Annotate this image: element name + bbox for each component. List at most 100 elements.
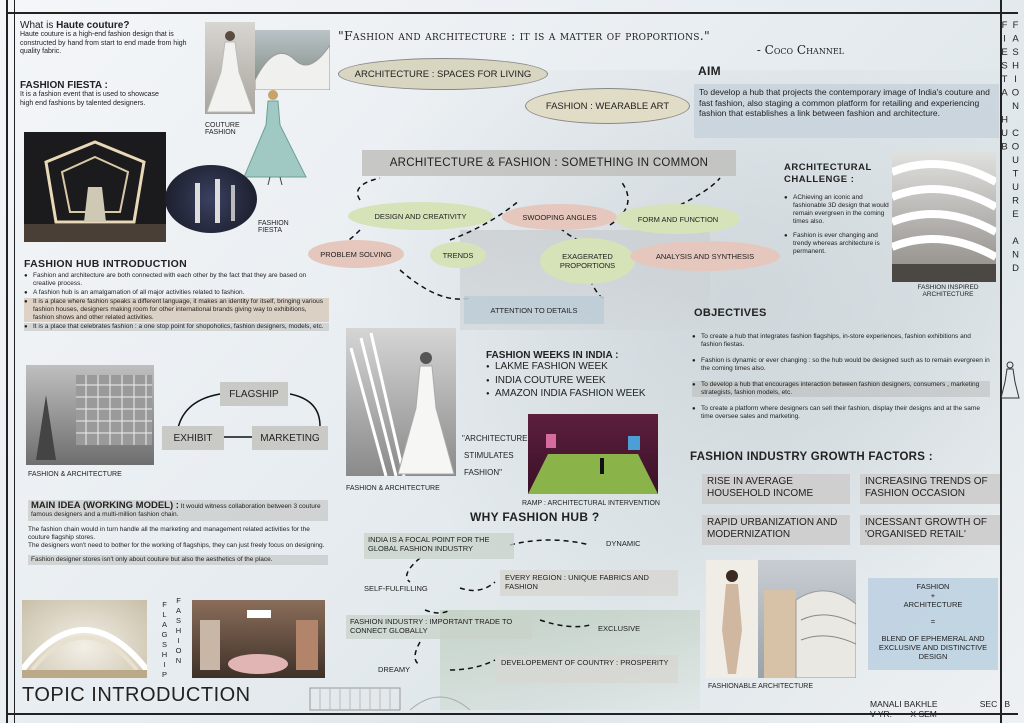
fashion-architecture-caption-1: FASHION & ARCHITECTURE [28, 471, 122, 478]
why-dreamy-label: DREAMY [378, 665, 411, 674]
author-block: MANALI BAKHLE SEC : B V YR. X SEM [870, 699, 1010, 719]
vertical-flagship-label: FLAGSHIP [160, 600, 169, 680]
growth-factor-2: INCREASING TRENDS OF FASHION OCCASION [860, 474, 1000, 504]
flagship-interior-photo [22, 600, 147, 678]
something-in-common-title: ARCHITECTURE & FASHION : SOMETHING IN CO… [362, 150, 736, 176]
fashion-weeks-section: FASHION WEEKS IN INDIA : LAKME FASHION W… [486, 350, 686, 402]
why-exclusive-label: EXCLUSIVE [598, 624, 641, 633]
fashion-architecture-photo-1 [26, 365, 154, 465]
stimulates-quote: "ARCHITECTURE STIMULATES FASHION" [462, 430, 528, 481]
dress-sketch-icon [1000, 361, 1020, 399]
why-every-region: EVERY REGION : UNIQUE FABRICS AND FASHIO… [500, 570, 678, 596]
quote-block: "Fashion and architecture : it is a matt… [338, 28, 848, 57]
author-name: MANALI BAKHLE [870, 699, 938, 709]
formula-box: FASHION + ARCHITECTURE = BLEND OF EPHEME… [868, 578, 998, 670]
why-focal-point: INDIA IS A FOCAL POINT FOR THE GLOBAL FA… [364, 533, 514, 559]
vertical-fashion-label: FASHION [174, 596, 183, 676]
fashion-architecture-photo-2 [346, 328, 456, 476]
quote-author: - Coco Channel [756, 43, 844, 57]
frame-top-line [6, 12, 1018, 14]
flagship-label: FLAGSHIP [229, 388, 279, 400]
stimulates-line-3: FASHION" [464, 468, 502, 477]
curved-facade-icon [892, 160, 996, 282]
vertical-title-text: FASHION COUTURE AND FIESTA HUB [999, 20, 1021, 277]
why-fashion-hub-title: WHY FASHION HUB ? [470, 510, 600, 524]
why-every-region-label: EVERY REGION : UNIQUE FABRICS AND FASHIO… [505, 573, 649, 591]
main-idea-section: MAIN IDEA (WORKING MODEL) : It would wit… [28, 500, 328, 565]
why-dynamic-label: DYNAMIC [606, 539, 641, 548]
formula-plus: + [930, 591, 936, 600]
objective-item: To develop a hub that encourages interac… [692, 381, 990, 397]
growth-factor-1-label: RISE IN AVERAGE HOUSEHOLD INCOME [707, 476, 814, 499]
growth-factor-2-label: INCREASING TRENDS OF FASHION OCCASION [865, 476, 988, 499]
fiesta-show-icon [195, 179, 235, 223]
node-trends: TRENDS [430, 242, 486, 268]
wave-building-icon [255, 44, 330, 90]
main-idea-intro: MAIN IDEA (WORKING MODEL) : It would wit… [28, 500, 328, 521]
exhibit-box: EXHIBIT [162, 426, 224, 450]
author-semester: X SEM [910, 709, 937, 719]
fashionable-building-icon [706, 560, 856, 678]
node-swooping-angles-label: SWOOPING ANGLES [522, 212, 597, 222]
node-problem-solving: PROBLEM SOLVING [308, 240, 404, 268]
haute-couture-section: What is Haute couture? Haute couture is … [20, 20, 190, 57]
why-self-fulfilling-label: SELF-FULFILLING [364, 584, 428, 593]
fashion-fiesta-text: It is a fashion event that is used to sh… [20, 91, 159, 107]
gown-icon [243, 90, 307, 186]
couture-fashion-caption: COUTURE FASHION [205, 122, 240, 136]
haute-couture-text: Haute couture is a high-end fashion desi… [20, 31, 187, 55]
node-analysis-synthesis-label: ANALYSIS AND SYNTHESIS [655, 251, 755, 261]
challenge-item: AChieving an iconic and fashionable 3D d… [784, 194, 894, 226]
node-attention-to-details-label: ATTENTION TO DETAILS [490, 305, 578, 315]
store-interior-photo [192, 600, 325, 678]
stimulates-line-2: STIMULATES [464, 451, 514, 460]
wearable-art-ellipse: FASHION : WEARABLE ART [525, 88, 690, 124]
architectural-challenge-section: ARCHITECTURAL CHALLENGE : AChieving an i… [784, 162, 894, 257]
challenge-item: Fashion is ever changing and trendy wher… [784, 232, 894, 256]
objective-item: To create a hub that integrates fashion … [692, 333, 990, 349]
exhibit-label: EXHIBIT [173, 432, 213, 444]
fashionable-architecture-caption: FASHIONABLE ARCHITECTURE [708, 683, 814, 690]
formula-result: BLEND OF EPHEMERAL AND EXCLUSIVE AND DIS… [878, 634, 988, 661]
main-idea-p2: The fashion chain would in turn handle a… [28, 526, 310, 541]
fashion-weeks-title: FASHION WEEKS IN INDIA : [486, 350, 619, 361]
fashion-week-item: AMAZON INDIA FASHION WEEK [486, 388, 686, 401]
growth-factor-3-label: RAPID URBANIZATION AND MODERNIZATION [707, 517, 838, 540]
why-development: DEVELOPEMENT OF COUNTRY : PROSPERITY [496, 655, 678, 683]
couture-runway-photo [205, 22, 255, 114]
frame-right-line [1000, 0, 1002, 723]
gown-illustration [240, 85, 310, 186]
aim-text: To develop a hub that projects the conte… [699, 87, 990, 118]
architectural-challenge-list: AChieving an iconic and fashionable 3D d… [784, 194, 894, 256]
node-exaggerated-proportions-label: EXAGERATED PROPORTIONS [559, 252, 616, 270]
growth-factor-1: RISE IN AVERAGE HOUSEHOLD INCOME [702, 474, 850, 504]
fashion-inspired-architecture-photo [892, 152, 996, 282]
lattice-building-icon [36, 375, 152, 460]
haute-couture-title: Haute couture? [56, 20, 130, 31]
wave-building-photo [255, 30, 330, 90]
ramp-intervention-photo [528, 414, 658, 494]
main-idea-p1: It would witness collaboration between 3… [31, 503, 321, 518]
stimulates-line-1: "ARCHITECTURE [462, 434, 528, 443]
objectives-title: OBJECTIVES [694, 307, 767, 319]
fashion-fiesta-colon: : [101, 80, 108, 91]
hub-intro-item: A fashion hub is an amalgamation of all … [24, 289, 329, 297]
fashion-fiesta-caption: FASHION FIESTA [258, 220, 289, 234]
hub-intro-item: It is a place that celebrates fashion : … [24, 323, 329, 331]
node-trends-label: TRENDS [442, 250, 474, 260]
haute-couture-heading: What is Haute couture? [20, 20, 190, 31]
objective-item: Fashion is dynamic or ever changing : so… [692, 357, 990, 373]
why-important-trade: FASHION INDUSTRY : IMPORTANT TRADE TO CO… [346, 615, 532, 639]
main-idea-title: MAIN IDEA (WORKING MODEL) : [31, 500, 179, 511]
fashion-inspired-architecture-caption: FASHION INSPIRED ARCHITECTURE [917, 284, 979, 298]
frame-left-line [6, 0, 8, 723]
fashion-fiesta-title: FASHION FIESTA [20, 80, 102, 91]
objectives-list: To create a hub that integrates fashion … [692, 333, 990, 422]
why-development-label: DEVELOPEMENT OF COUNTRY : PROSPERITY [501, 658, 669, 667]
author-year: V YR. [870, 709, 893, 719]
fashion-fiesta-section: FASHION FIESTA : It is a fashion event t… [20, 80, 160, 108]
author-row-1: MANALI BAKHLE SEC : B [870, 699, 1010, 709]
frame-left-line-inner [14, 0, 15, 723]
spaces-for-living-label: ARCHITECTURE : SPACES FOR LIVING [354, 68, 532, 80]
ramp-caption: RAMP : ARCHITECTURAL INTERVENTION [522, 500, 660, 507]
